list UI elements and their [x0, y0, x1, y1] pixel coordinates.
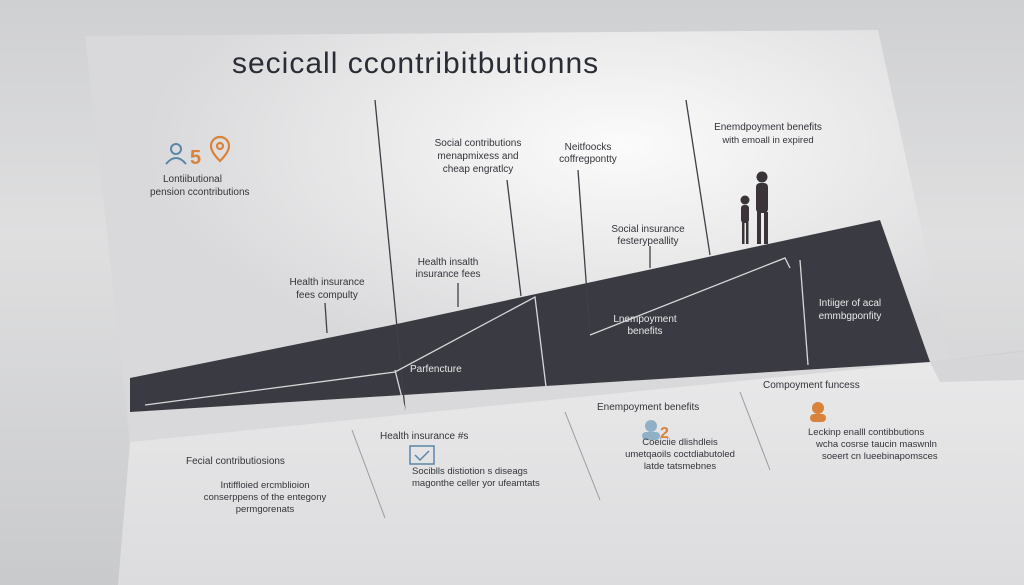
- card1-sub-3: permgorenats: [235, 504, 295, 515]
- card-people-icon: 2: [642, 420, 669, 442]
- label-parfencture: Parfencture: [410, 364, 462, 375]
- label-health-insurance: Health insurance: [289, 277, 365, 288]
- card-separators: [351, 391, 771, 519]
- card2-title: Health insurance #s: [380, 431, 469, 442]
- label-festerypeallity: festerypeallity: [617, 236, 679, 247]
- people-icon: [165, 143, 187, 165]
- label-emmbgponfity: emmbgponfity: [818, 311, 882, 322]
- card1-sub-1: Intiffloied ercmblioion: [220, 480, 310, 491]
- card3-text-1: Coeiciie dlishdleis: [642, 437, 718, 448]
- label-social-contributions: Social contributions: [434, 138, 522, 149]
- card4-text-2: wcha cosrse taucin maswnln: [816, 439, 937, 450]
- label-intiger: Intiiger of acal: [818, 298, 882, 309]
- dark-band: [130, 220, 930, 412]
- lower-sheet: [118, 352, 1024, 585]
- svg-text:2: 2: [660, 425, 669, 442]
- checkbox-icon: [409, 445, 435, 465]
- card4-text-1: Leckinp enalll contibbutions: [808, 427, 925, 438]
- label-employment-benefits-top: Enemdpoyment benefits: [714, 122, 822, 133]
- card1-sub-2: conserppens of the entegony: [203, 492, 327, 503]
- card2-text-2: magonthe celler yor ufeamtats: [412, 478, 540, 489]
- card4-title: Compoyment funcess: [763, 380, 860, 391]
- card-person-icon: [810, 402, 826, 422]
- label-social-insurance: Social insurance: [611, 224, 685, 235]
- card4-text-3: soeert cn lueebinapomsces: [822, 451, 938, 462]
- label-neitfoocks: Neitfoocks: [564, 142, 612, 153]
- label-health-insalth: Health insalth: [417, 257, 479, 268]
- card3-text-2: umetqaoils coctdiabutoled: [625, 449, 735, 460]
- card1-title: Fecial contributiosions: [186, 456, 285, 467]
- number-icon: 5: [190, 147, 201, 169]
- card3-title: Enempoyment benefits: [597, 402, 700, 413]
- label-menapmixess: menapmixess and: [437, 151, 519, 162]
- label-insurance-fees: insurance fees: [415, 269, 481, 280]
- label-cheap-engratlcy: cheap engratlcy: [442, 164, 514, 175]
- card3-text-3: latde tatsmebnes: [643, 461, 717, 472]
- trend-line: [144, 257, 809, 411]
- card2-text-1: Sociblls distiotion s diseags: [412, 466, 528, 477]
- label-contributional: Lontiibutional: [163, 174, 222, 185]
- label-unemployment: Lnempoyment: [613, 314, 677, 325]
- vertical-lines: [324, 99, 711, 411]
- lower-sheet-shadow: [930, 350, 1024, 382]
- people-figures: [740, 171, 768, 244]
- label-pension-contributions: pension ccontributions: [150, 187, 250, 198]
- label-unemployment-benefits: benefits: [627, 326, 663, 337]
- label-with-emoall: with emoall in expired: [722, 135, 814, 146]
- label-fees-compulty: fees compulty: [296, 290, 358, 301]
- location-pin-icon: [209, 135, 231, 163]
- page-title: secicall ccontribitbutionns: [232, 47, 600, 80]
- label-coffregpontty: coffregpontty: [559, 154, 617, 165]
